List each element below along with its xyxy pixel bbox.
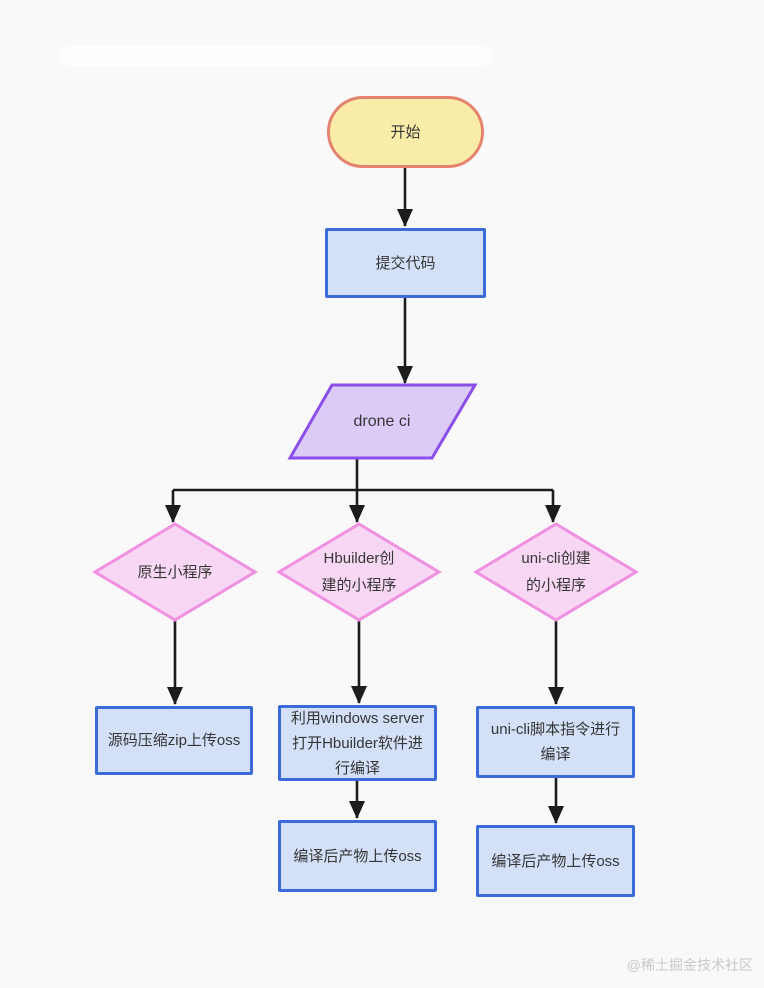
watermark: @稀土掘金技术社区 xyxy=(626,957,753,973)
upload-oss-mid-label: 编译后产物上传oss xyxy=(293,847,422,865)
upload-oss-right-process-node: 编译后产物上传oss xyxy=(476,825,635,897)
hbuilder-miniprogram-diamond xyxy=(276,522,442,622)
windows-server-label: 利用windows server 打开Hbuilder软件进 行编译 xyxy=(290,709,425,777)
unicli-build-label: uni-cli脚本指令进行 编译 xyxy=(490,721,621,763)
start-terminator-node: 开始 xyxy=(327,96,484,168)
native-miniprogram-diamond xyxy=(92,522,258,622)
upload-oss-right-label: 编译后产物上传oss xyxy=(491,852,620,870)
upload-oss-mid-process-node: 编译后产物上传oss xyxy=(278,820,437,892)
unicli-build-process-node: uni-cli脚本指令进行 编译 xyxy=(476,706,635,778)
zip-upload-process-node: 源码压缩zip上传oss xyxy=(95,706,253,775)
start-label: 开始 xyxy=(390,123,421,141)
submit-code-label: 提交代码 xyxy=(375,254,436,272)
submit-code-process-node: 提交代码 xyxy=(325,228,486,298)
windows-server-process-node: 利用windows server 打开Hbuilder软件进 行编译 xyxy=(278,705,437,781)
zip-upload-label: 源码压缩zip上传oss xyxy=(107,732,241,749)
top-highlight-band xyxy=(60,46,492,66)
drone-ci-parallelogram xyxy=(287,383,478,460)
unicli-miniprogram-diamond xyxy=(473,522,639,622)
